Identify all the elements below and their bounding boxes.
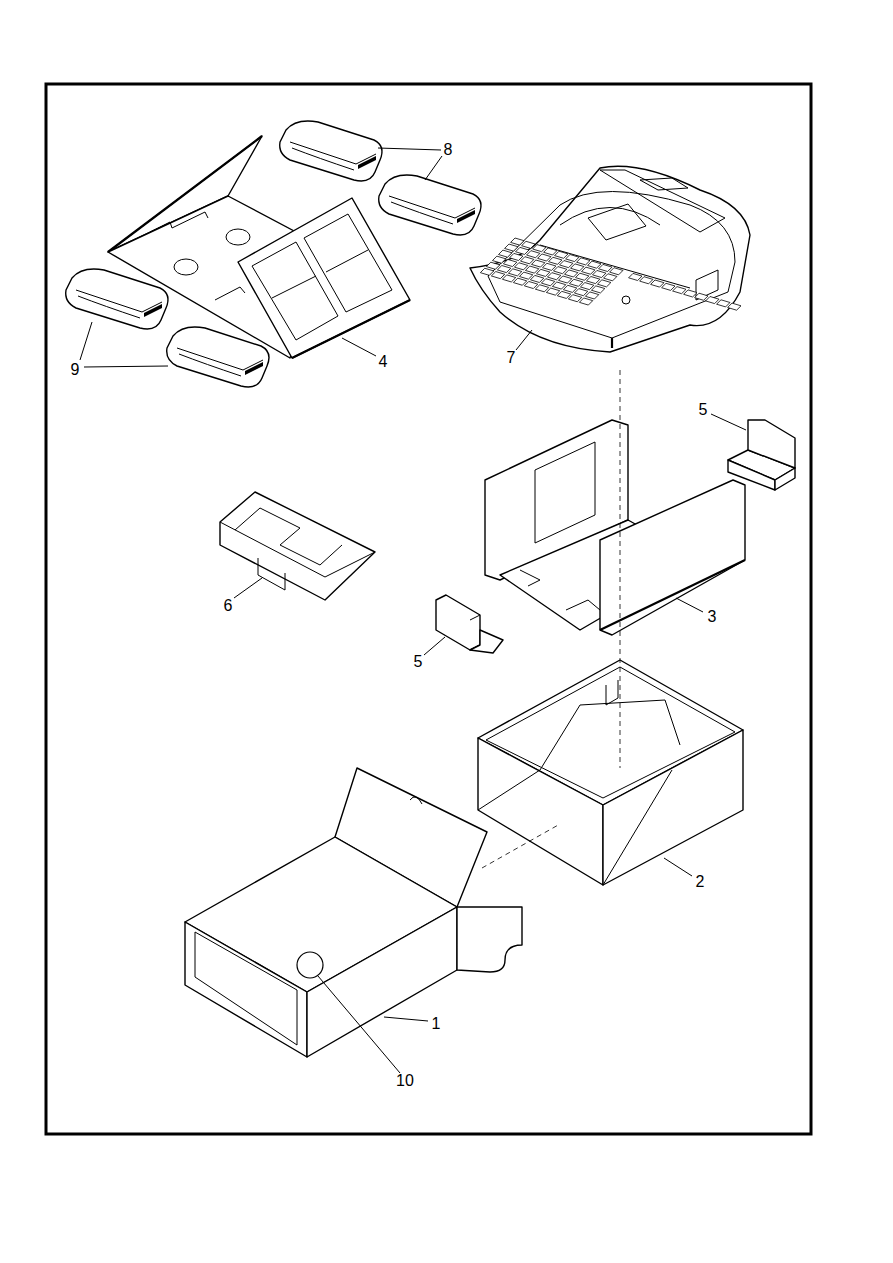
callout-number: 3 — [708, 609, 717, 625]
callout-number: 7 — [507, 350, 516, 366]
cardboard-insert — [108, 136, 410, 358]
corner-block — [436, 595, 503, 653]
callout-number: 9 — [71, 362, 80, 378]
corner-block — [728, 420, 795, 490]
callout-number: 8 — [444, 142, 453, 158]
inner-box — [478, 660, 743, 885]
label-seal — [297, 952, 323, 978]
assembly-line — [620, 370, 621, 768]
assembly-line — [482, 824, 560, 868]
callout-number: 5 — [414, 654, 423, 670]
u-insert — [485, 420, 745, 635]
outer-carton — [185, 768, 522, 1057]
callout-number: 10 — [396, 1073, 414, 1089]
callout-number: 4 — [379, 354, 388, 370]
labeler-in-bag — [470, 166, 750, 352]
frame — [46, 84, 811, 1134]
cushion — [379, 175, 481, 235]
callout-number: 5 — [699, 402, 708, 418]
leader-lines — [80, 148, 746, 1073]
callout-number: 1 — [432, 1016, 441, 1032]
cushion — [280, 121, 382, 181]
callout-number: 2 — [696, 874, 705, 890]
callout-number: 6 — [224, 598, 233, 614]
support-tray — [220, 492, 375, 600]
